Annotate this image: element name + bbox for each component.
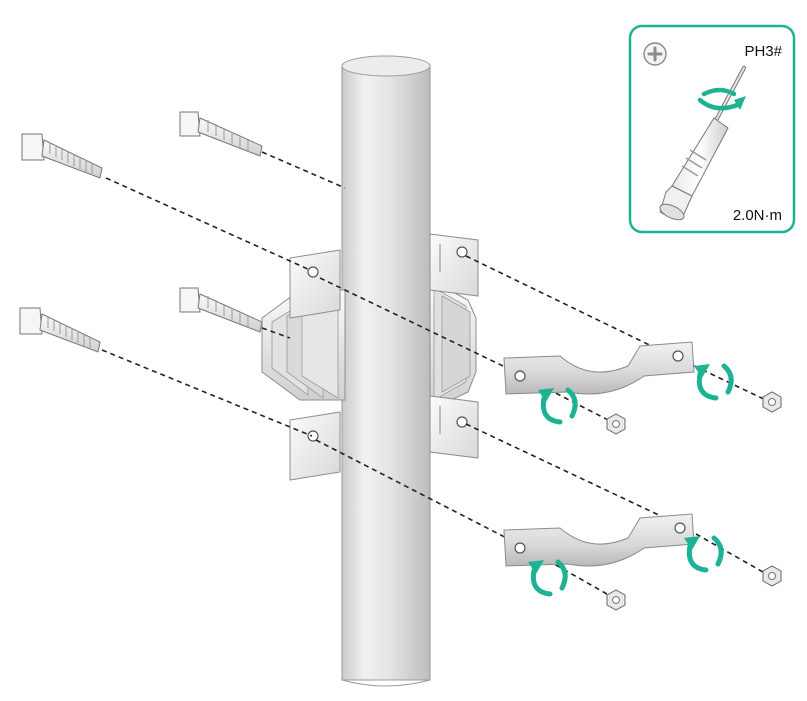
rotation-arrow-icon (538, 387, 578, 425)
long-screw-top-right (179, 111, 263, 157)
long-screw-bottom-left (19, 307, 101, 353)
bracket-plate-bottom-right (429, 395, 479, 459)
alignment-line (685, 361, 771, 403)
alignment-line (261, 327, 291, 339)
pole (341, 55, 431, 687)
alignment-line (465, 423, 683, 527)
hex-nut (762, 391, 782, 413)
alignment-line (319, 277, 529, 379)
phillips-screw-icon (643, 42, 667, 66)
clamp-strap-upper (503, 341, 695, 395)
rotation-arrow-icon (528, 559, 568, 597)
long-screw-middle (179, 287, 263, 333)
tool-inset: PH3# 2.0N·m (628, 24, 796, 234)
torque-label: 2.0N·m (733, 207, 782, 224)
alignment-line (101, 349, 313, 437)
bracket-plate-top-left (289, 249, 341, 319)
long-screw-top-left (21, 133, 103, 179)
screwdriver-icon (659, 66, 746, 221)
alignment-line (465, 255, 669, 355)
rotation-arrow-icon (694, 363, 734, 401)
alignment-line (315, 439, 527, 549)
bit-type-label: PH3# (744, 43, 782, 60)
hex-nut (606, 589, 626, 611)
alignment-line (261, 151, 346, 189)
alignment-line (105, 177, 311, 271)
bracket-plate-bottom-left (289, 411, 341, 481)
rotation-arrow-icon (684, 535, 724, 573)
hex-nut (606, 413, 626, 435)
rotation-arrow-icon (697, 87, 746, 111)
hex-nut (762, 565, 782, 587)
bracket-left-ribs (261, 289, 346, 401)
clamp-strap-lower (503, 513, 695, 567)
bracket-plate-top-right (429, 233, 479, 297)
bracket-right-ribs (429, 279, 477, 411)
